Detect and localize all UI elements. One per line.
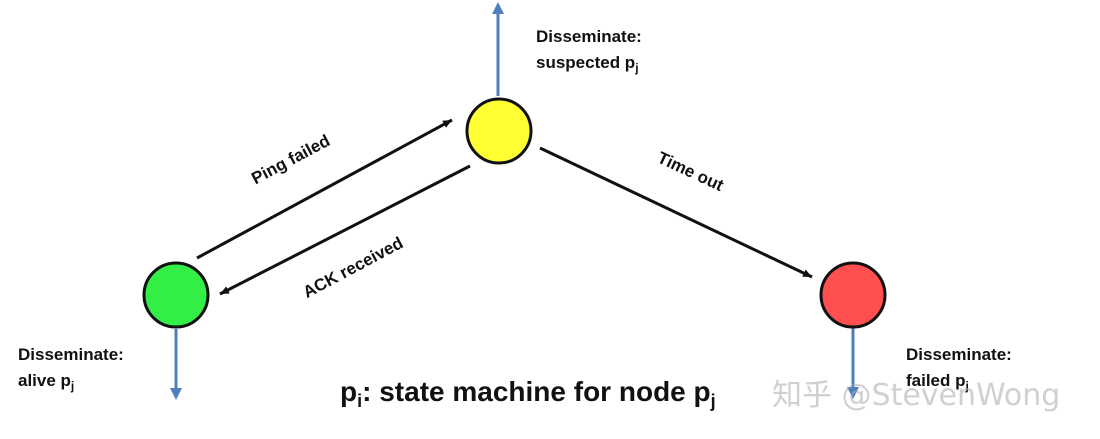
dissemination-arrowhead-failed — [847, 387, 859, 399]
failed-dissemination-label: Disseminate: failed pj — [906, 342, 1012, 394]
alive-state-node — [142, 261, 210, 329]
failed-state-node — [819, 261, 887, 329]
diagram-title: pi: state machine for node pj — [340, 376, 716, 411]
watermark-text: 知乎 @StevenWong — [772, 378, 1061, 413]
alive-dissemination-label: Disseminate: alive pj — [18, 342, 124, 394]
suspected-dissemination-label: Disseminate: suspected pj — [536, 24, 642, 76]
suspected-disseminate-heading: Disseminate: — [536, 27, 642, 46]
alive-node-text: alive pj — [18, 371, 75, 393]
transition-arrow-ping-failed — [196, 118, 453, 260]
suspected-node-text: suspected pj — [536, 53, 639, 75]
alive-disseminate-heading: Disseminate: — [18, 345, 124, 364]
dissemination-arrowhead-alive — [170, 388, 182, 400]
dissemination-arrowhead-suspected — [492, 2, 504, 14]
transition-arrow-ack-received — [219, 164, 471, 296]
suspected-state-node — [465, 97, 533, 165]
failed-node-text: failed pj — [906, 371, 969, 393]
failed-disseminate-heading: Disseminate: — [906, 345, 1012, 364]
transition-arrow-time-out — [539, 146, 813, 279]
